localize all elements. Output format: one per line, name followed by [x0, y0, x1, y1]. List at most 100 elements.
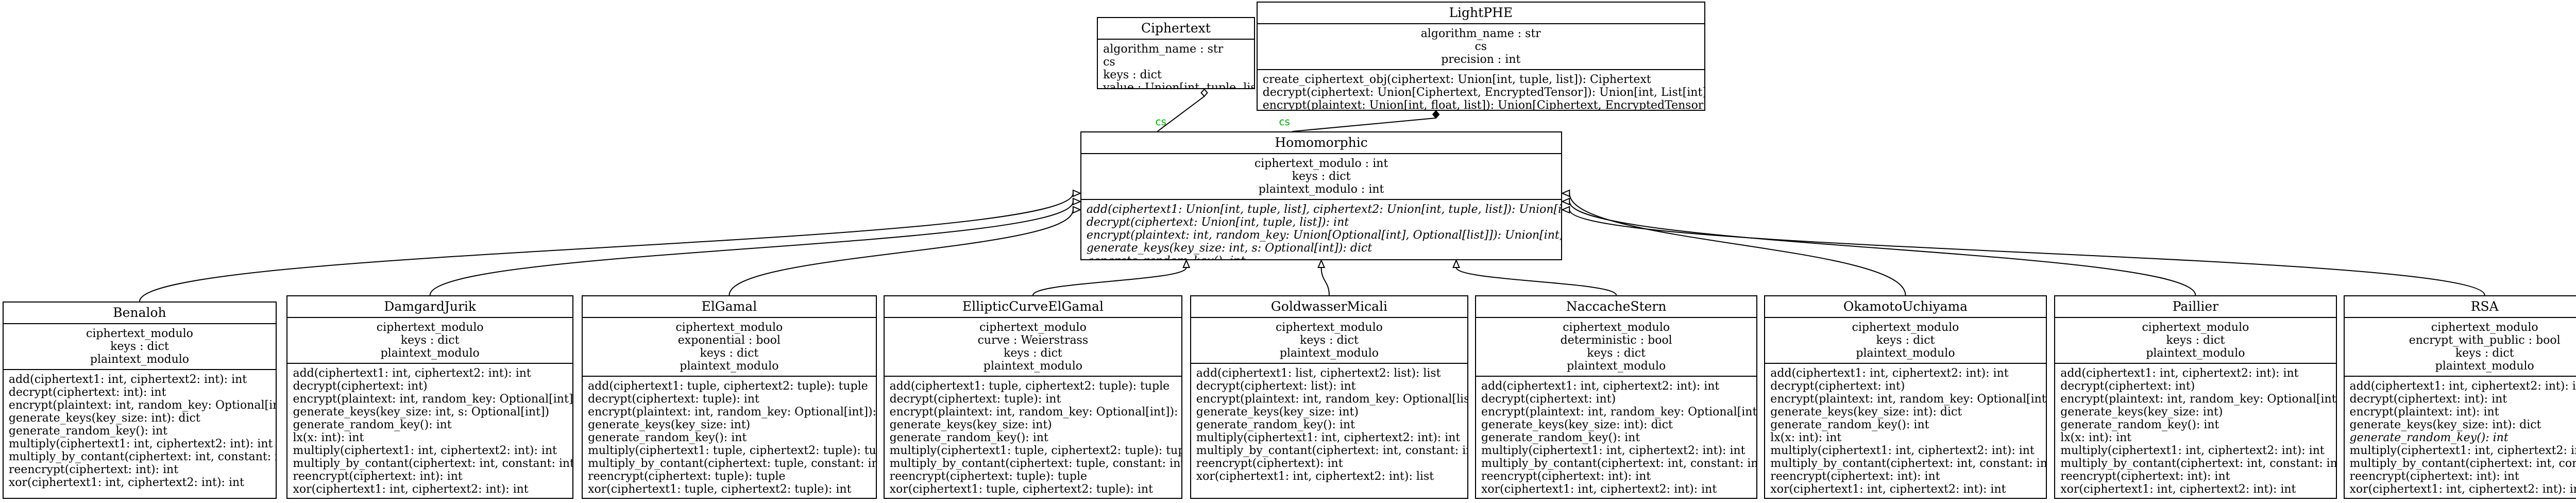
- class-operation: xor(ciphertext1: int, ciphertext2: int):…: [1481, 483, 1717, 496]
- class-operation: generate_random_key(): int: [8, 425, 167, 438]
- class-operation: encrypt(plaintext: Union[int, float, lis…: [1262, 99, 1705, 111]
- generalization-elgamal: [728, 206, 1082, 296]
- class-name: RSA: [2344, 296, 2576, 318]
- class-operation: multiply(ciphertext1: int, ciphertext2: …: [8, 438, 273, 450]
- class-operation: generate_keys(key_size: int): [588, 418, 751, 431]
- class-operation: decrypt(ciphertext: int): [2060, 380, 2195, 393]
- class-operation: generate_keys(key_size: int): [1196, 406, 1359, 418]
- class-operation: encrypt(plaintext: int, random_key: Opti…: [2060, 393, 2336, 406]
- class-operations: add(ciphertext1: int, ciphertext2: int):…: [1765, 364, 2047, 498]
- class-operation: decrypt(ciphertext: int): [1481, 393, 1616, 406]
- class-name: Ciphertext: [1098, 18, 1254, 40]
- class-operation: generate_keys(key_size: int): [2060, 406, 2223, 418]
- class-attribute: cs: [1103, 56, 1115, 69]
- class-operation: encrypt(plaintext: int, random_key: Opti…: [1196, 393, 1469, 406]
- class-attribute: precision : int: [1441, 53, 1521, 66]
- class-operation: encrypt(plaintext: int): int: [2349, 406, 2499, 418]
- class-operation: xor(ciphertext1: int, ciphertext2: int):…: [293, 483, 529, 496]
- class-attribute: keys : dict: [2455, 347, 2514, 360]
- class-operation: decrypt(ciphertext: int): [1770, 380, 1905, 393]
- class-operation: generate_keys(key_size: int, s: Optional…: [293, 406, 550, 418]
- class-operations: add(ciphertext1: tuple, ciphertext2: tup…: [885, 377, 1183, 498]
- class-operation: generate_random_key(): int: [293, 418, 452, 431]
- class-attribute: ciphertext_modulo: [376, 321, 484, 334]
- class-operations: add(ciphertext1: int, ciphertext2: int):…: [4, 370, 276, 492]
- class-operation: multiply_by_contant(ciphertext: tuple, c…: [889, 457, 1182, 470]
- class-operation: decrypt(ciphertext: Union[Ciphertext, En…: [1262, 86, 1704, 99]
- class-operation: multiply_by_contant(ciphertext: int, con…: [2060, 457, 2337, 470]
- class-operation: generate_random_key(): int: [1770, 418, 1929, 431]
- class-attribute: ciphertext_modulo: [2431, 321, 2538, 334]
- class-operation: reencrypt(ciphertext: int): int: [8, 463, 179, 476]
- class-attribute: plaintext_modulo: [90, 353, 190, 366]
- class-operation: generate_random_key(): int: [1196, 418, 1355, 431]
- generalization-ellipticcurveelgamal: [1032, 259, 1191, 296]
- class-operation: multiply(ciphertext1: tuple, ciphertext2…: [588, 444, 877, 457]
- class-name: OkamotoUchiyama: [1765, 296, 2046, 318]
- class-name: NaccacheStern: [1476, 296, 1757, 318]
- class-operation: xor(ciphertext1: tuple, ciphertext2: tup…: [889, 483, 1153, 496]
- class-operation: lx(x: int): int: [2060, 431, 2132, 444]
- class-attribute: plaintext_modulo: [1567, 360, 1666, 373]
- generalization-goldwassermicali: [1317, 259, 1330, 296]
- class-operation: decrypt(ciphertext: tuple): int: [588, 393, 759, 406]
- class-attribute: curve : Weierstrass: [977, 334, 1089, 347]
- class-attribute: keys : dict: [1292, 170, 1351, 183]
- class-operation: add(ciphertext1: Union[int, tuple, list]…: [1086, 203, 1562, 216]
- class-operation: encrypt(plaintext: int, random_key: Opti…: [1770, 393, 2046, 406]
- class-attribute: plaintext_modulo: [380, 347, 480, 360]
- class-name: GoldwasserMicali: [1191, 296, 1468, 318]
- class-operation: multiply(ciphertext1: tuple, ciphertext2…: [889, 444, 1183, 457]
- class-name: DamgardJurik: [287, 296, 572, 318]
- class-attribute: plaintext_modulo: [1279, 347, 1379, 360]
- class-operation: add(ciphertext1: int, ciphertext2: int):…: [2349, 380, 2576, 393]
- class-operation: create_ciphertext_obj(ciphertext: Union[…: [1262, 73, 1651, 86]
- class-operation: add(ciphertext1: list, ciphertext2: list…: [1196, 367, 1441, 380]
- class-operation: multiply_by_contant(ciphertext: int, con…: [1770, 457, 2047, 470]
- class-attribute: keys : dict: [400, 334, 460, 347]
- class-attribute: plaintext_modulo: [2146, 347, 2245, 360]
- class-operations: add(ciphertext1: int, ciphertext2: int):…: [1476, 377, 1756, 498]
- class-operation: encrypt(plaintext: int, random_key: Opti…: [889, 406, 1183, 418]
- class-operation: generate_random_key(): int: [588, 431, 747, 444]
- class-operation: decrypt(ciphertext: int): int: [2349, 393, 2507, 406]
- class-operation: xor(ciphertext1: int, ciphertext2: int):…: [1770, 483, 2006, 496]
- class-operation: generate_keys(key_size: int): dict: [1481, 418, 1673, 431]
- class-attribute: deterministic : bool: [1560, 334, 1672, 347]
- class-operation: generate_random_key(): int: [2349, 431, 2509, 444]
- class-operations: add(ciphertext1: Union[int, tuple, list]…: [1081, 200, 1562, 259]
- class-attribute: plaintext_modulo : int: [1258, 183, 1384, 196]
- class-name: EllipticCurveElGamal: [884, 296, 1182, 318]
- edge-label-lightphe-cs: cs: [1279, 115, 1290, 128]
- class-operation: add(ciphertext1: tuple, ciphertext2: tup…: [588, 380, 868, 393]
- class-operation: add(ciphertext1: int, ciphertext2: int):…: [1770, 367, 2009, 380]
- class-operation: lx(x: int): int: [293, 431, 364, 444]
- class-attribute: plaintext_modulo: [680, 360, 779, 373]
- class-attribute: value : Union[int, tuple, list]: [1103, 81, 1255, 89]
- class-name: ElGamal: [583, 296, 876, 318]
- class-attribute: plaintext_modulo: [983, 360, 1082, 373]
- generalization-damgardjurik: [429, 197, 1082, 296]
- class-operations: add(ciphertext1: tuple, ciphertext2: tup…: [583, 377, 877, 498]
- class-operation: reencrypt(ciphertext: int): int: [2060, 470, 2230, 483]
- generalization-benaloh: [139, 189, 1082, 302]
- class-operation: reencrypt(ciphertext: int): int: [1481, 470, 1651, 483]
